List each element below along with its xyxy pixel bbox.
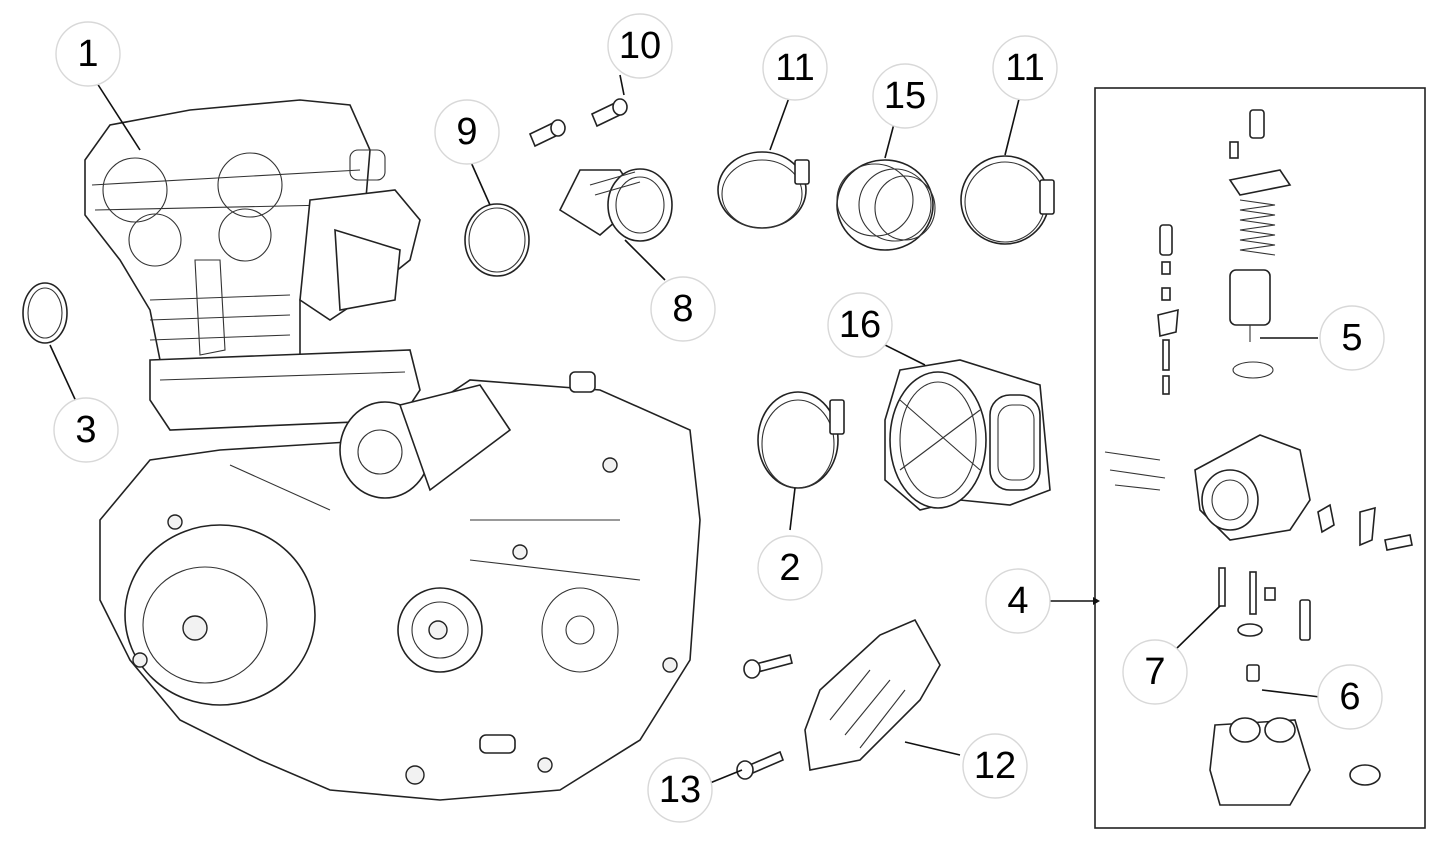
callout-13: 13	[647, 757, 713, 823]
part-9-oring	[464, 203, 530, 277]
callout-label: 13	[659, 769, 701, 811]
callout-label: 1	[77, 33, 98, 75]
part-16-air-boot	[884, 359, 1051, 511]
callout-3: 3	[53, 397, 119, 463]
callout-label: 3	[75, 409, 96, 451]
callout-label: 10	[619, 25, 661, 67]
part-8-intake-manifold	[558, 168, 673, 242]
callout-11-left: 11	[762, 35, 828, 101]
part-13-bolts	[736, 654, 793, 780]
callout-9: 9	[434, 99, 500, 165]
callout-label: 4	[1007, 580, 1028, 622]
part-2-clamp	[757, 391, 845, 489]
part-12-sprocket-cover	[804, 618, 941, 771]
part-11-clamp-left	[717, 151, 810, 229]
part-11-clamp-right	[960, 155, 1055, 245]
part-3-oring	[22, 282, 68, 344]
callout-label: 11	[775, 47, 814, 89]
callout-label: 12	[974, 745, 1016, 787]
callout-8: 8	[650, 276, 716, 342]
callout-label: 11	[1005, 47, 1044, 89]
callout-6: 6	[1317, 664, 1383, 730]
callout-5: 5	[1319, 305, 1385, 371]
callout-label: 6	[1339, 676, 1360, 718]
carburetor-kit-box	[1094, 87, 1426, 829]
callout-7: 7	[1122, 639, 1188, 705]
callout-12: 12	[962, 733, 1028, 799]
callout-label: 5	[1341, 317, 1362, 359]
carburetor-parts	[1104, 109, 1413, 806]
part-15-intake-boot	[836, 159, 936, 251]
callout-label: 2	[779, 547, 800, 589]
callout-4: 4	[985, 568, 1051, 634]
callout-2: 2	[757, 535, 823, 601]
callout-10: 10	[607, 13, 673, 79]
callout-label: 9	[456, 111, 477, 153]
callout-1: 1	[55, 21, 121, 87]
callout-label: 16	[839, 304, 881, 346]
callout-15: 15	[872, 63, 938, 129]
callout-label: 8	[672, 288, 693, 330]
callout-16: 16	[827, 292, 893, 358]
part-10-bolts	[528, 98, 628, 148]
callout-label: 15	[884, 75, 926, 117]
engine-assembly	[84, 99, 701, 801]
callout-11-right: 11	[992, 35, 1058, 101]
callout-label: 7	[1144, 651, 1165, 693]
